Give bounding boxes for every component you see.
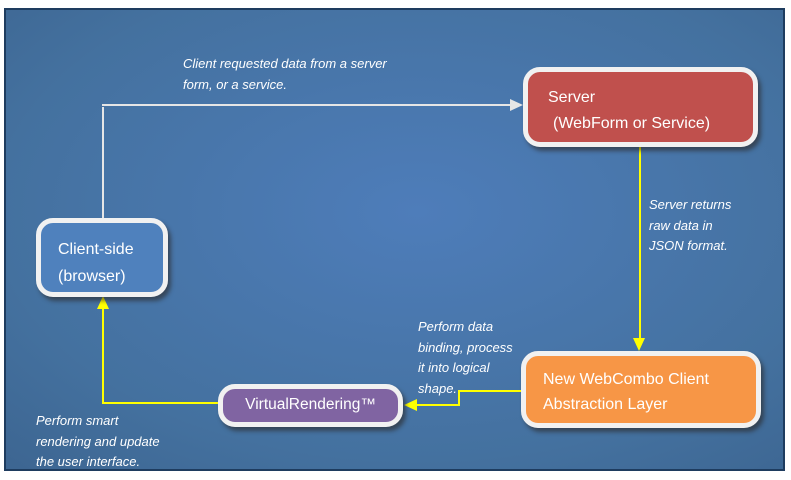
- diagram-canvas: Client-side (browser) Server (WebForm or…: [4, 8, 785, 471]
- connector-server-to-webcombo-line: [639, 147, 641, 339]
- node-client-line1: Client-side: [58, 241, 134, 258]
- annotation-data-binding-line3: it into logical: [418, 360, 490, 375]
- connector-webcombo-to-virtual-segment1: [458, 390, 523, 392]
- node-server: Server (WebForm or Service): [523, 67, 758, 147]
- connector-webcombo-to-virtual-segment3: [416, 404, 460, 406]
- connector-webcombo-to-virtual-segment2: [458, 390, 460, 406]
- annotation-data-binding-line4: shape.: [418, 380, 458, 396]
- annotation-data-binding: Perform data binding, process it into lo…: [418, 317, 513, 399]
- connector-virtual-to-client-vertical-line: [102, 307, 104, 404]
- node-webcombo-line1: New WebCombo Client: [543, 371, 709, 388]
- connector-virtual-to-client-horizontal-line: [103, 402, 219, 404]
- annotation-json-return: Server returns raw data in JSON format.: [649, 195, 731, 257]
- connector-client-to-server-horizontal-line: [102, 104, 511, 106]
- node-webcombo-abstraction-layer: New WebCombo Client Abstraction Layer: [521, 351, 761, 428]
- node-client-line2: (browser): [58, 268, 126, 285]
- node-virtualrendering: VirtualRendering™: [218, 384, 403, 427]
- annotation-client-request-line1: Client requested data from a server: [183, 56, 387, 71]
- node-virtualrendering-label: VirtualRendering™: [245, 396, 376, 413]
- annotation-json-return-line3: JSON format.: [649, 238, 728, 253]
- annotation-data-binding-line2: binding, process: [418, 339, 513, 355]
- annotation-json-return-line2: raw data in: [649, 217, 713, 233]
- annotation-client-request: Client requested data from a server form…: [183, 54, 387, 95]
- node-client-side: Client-side (browser): [36, 218, 168, 297]
- annotation-smart-rendering-line1: Perform smart: [36, 413, 119, 428]
- annotation-json-return-line1: Server returns: [649, 197, 732, 212]
- arrowhead-into-virtualrendering-icon: [404, 399, 417, 411]
- annotation-smart-rendering: Perform smart rendering and update the u…: [36, 411, 160, 473]
- arrowhead-into-webcombo-icon: [633, 338, 645, 351]
- annotation-data-binding-line1: Perform data: [418, 319, 494, 334]
- annotation-client-request-line2: form, or a service.: [183, 76, 288, 92]
- node-server-line2: (WebForm or Service): [553, 115, 711, 132]
- annotation-smart-rendering-line2: rendering and update: [36, 433, 160, 449]
- node-server-line1: Server: [548, 89, 596, 106]
- connector-client-to-server-vertical-line: [102, 107, 104, 218]
- node-webcombo-line2: Abstraction Layer: [543, 396, 668, 413]
- annotation-smart-rendering-line3: the user interface.: [36, 454, 141, 469]
- arrowhead-into-client-icon: [97, 296, 109, 309]
- arrowhead-into-server-icon: [510, 99, 523, 111]
